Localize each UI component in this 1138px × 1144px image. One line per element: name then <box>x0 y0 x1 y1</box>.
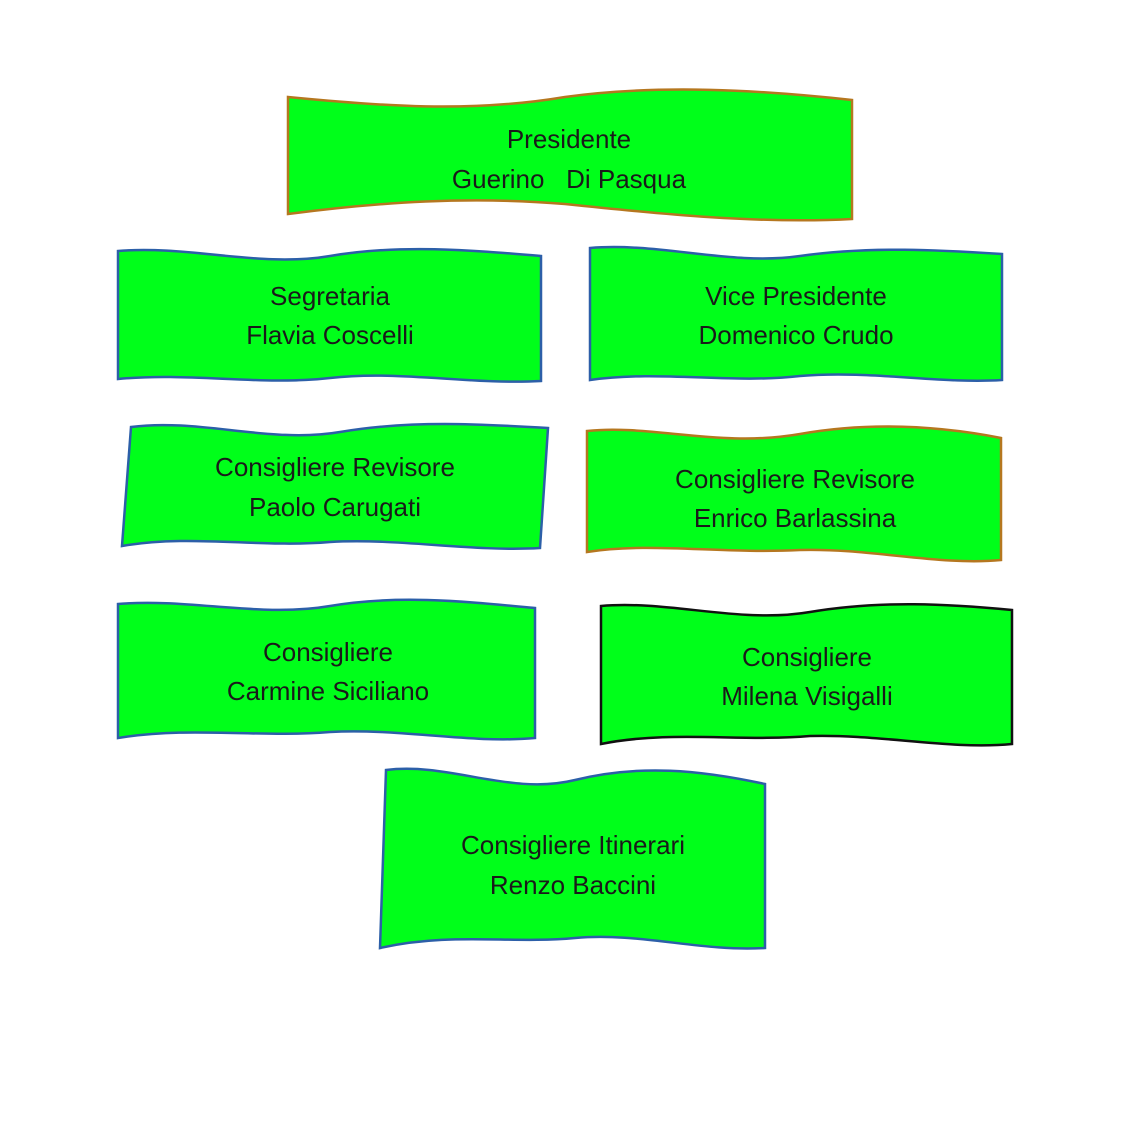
banner-vice-presidente: Vice Presidente Domenico Crudo <box>588 245 1004 382</box>
banner-shape <box>120 422 550 550</box>
banner-name: Guerino Di Pasqua <box>452 164 687 194</box>
banner-shape <box>378 767 767 950</box>
banner-role: Segretaria <box>270 281 390 311</box>
banner-consigliere-visigalli: Consigliere Milena Visigalli <box>599 602 1014 747</box>
banner-shape <box>599 602 1014 747</box>
banner-name: Flavia Coscelli <box>246 320 414 350</box>
banner-consigliere-siciliano: Consigliere Carmine Siciliano <box>116 598 537 741</box>
banner-segretaria: Segretaria Flavia Coscelli <box>116 247 543 383</box>
banner-consigliere-revisore-carugati: Consigliere Revisore Paolo Carugati <box>120 422 550 550</box>
banner-name: Paolo Carugati <box>249 492 421 522</box>
banner-name: Renzo Baccini <box>490 870 656 900</box>
banner-role: Consigliere <box>742 642 872 672</box>
banner-name: Domenico Crudo <box>698 320 893 350</box>
banner-role: Vice Presidente <box>705 281 887 311</box>
banner-name: Enrico Barlassina <box>694 503 897 533</box>
banner-role: Presidente <box>507 124 631 154</box>
banner-shape <box>286 88 854 222</box>
banner-shape <box>585 425 1003 563</box>
banner-name: Milena Visigalli <box>721 681 893 711</box>
banner-shape <box>116 598 537 741</box>
banner-consigliere-itinerari: Consigliere Itinerari Renzo Baccini <box>378 767 767 950</box>
banner-shape <box>116 247 543 383</box>
banner-role: Consigliere Revisore <box>675 464 915 494</box>
banner-consigliere-revisore-barlassina: Consigliere Revisore Enrico Barlassina <box>585 425 1003 563</box>
banner-presidente: Presidente Guerino Di Pasqua <box>286 88 854 222</box>
banner-role: Consigliere <box>263 637 393 667</box>
banner-role: Consigliere Itinerari <box>461 830 685 860</box>
banner-shape <box>588 245 1004 382</box>
banner-name: Carmine Siciliano <box>227 676 429 706</box>
banner-role: Consigliere Revisore <box>215 452 455 482</box>
